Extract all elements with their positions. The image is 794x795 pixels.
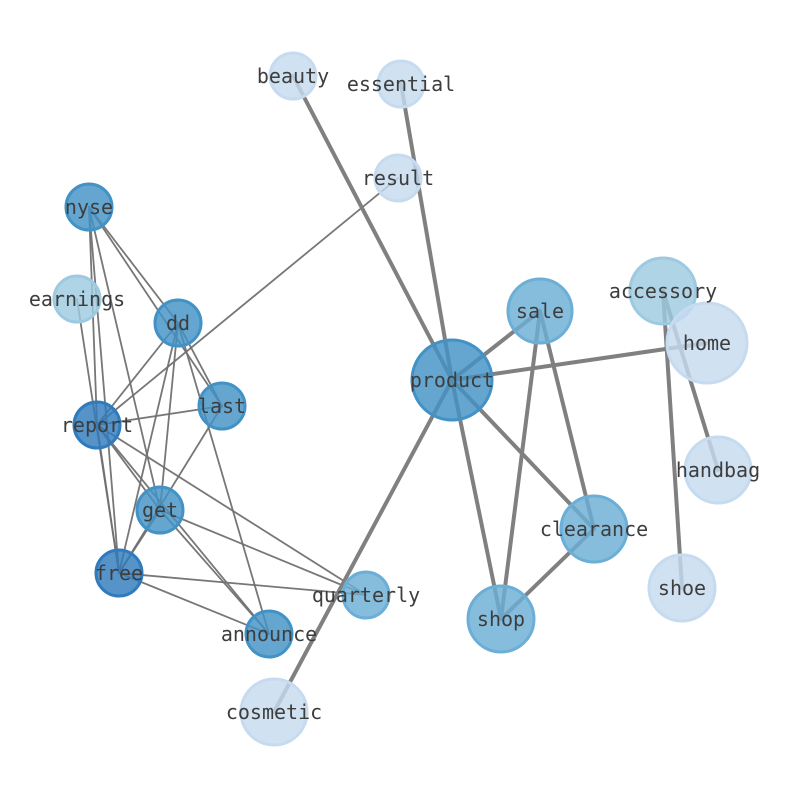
edge-dd-get <box>159 322 179 511</box>
node-label-nyse: nyse <box>65 195 113 219</box>
node-get[interactable] <box>135 485 185 535</box>
node-label-beauty: beauty <box>257 64 329 88</box>
edge-free-quarterly <box>118 572 367 596</box>
node-last[interactable] <box>197 381 247 431</box>
edge-get-quarterly <box>159 509 367 596</box>
edge-nyse-free <box>88 206 120 574</box>
node-home[interactable] <box>665 301 749 385</box>
node-label-report: report <box>61 413 133 437</box>
edge-beauty-product <box>291 74 454 382</box>
node-announce[interactable] <box>244 609 294 659</box>
node-quarterly[interactable] <box>341 570 391 620</box>
node-earnings[interactable] <box>52 274 102 324</box>
edge-result-report <box>96 177 399 426</box>
edge-cosmetic-product <box>272 378 454 714</box>
edge-dd-free <box>118 322 179 574</box>
node-label-shop: shop <box>477 607 525 631</box>
node-clearance[interactable] <box>559 494 629 564</box>
node-label-last: last <box>198 394 246 418</box>
node-label-shoe: shoe <box>658 576 706 600</box>
node-beauty[interactable] <box>268 51 318 101</box>
node-label-handbag: handbag <box>676 458 760 482</box>
node-label-clearance: clearance <box>540 517 648 541</box>
label-layer: beauty essential result nyse earnings dd last r… <box>29 64 760 724</box>
node-label-home: home <box>683 331 731 355</box>
edge-sale-clearance <box>538 309 596 531</box>
edge-dd-announce <box>177 322 270 635</box>
edge-get-announce <box>159 509 270 635</box>
node-label-sale: sale <box>516 299 564 323</box>
node-label-cosmetic: cosmetic <box>226 700 322 724</box>
node-layer <box>52 51 753 747</box>
node-nyse[interactable] <box>64 182 114 232</box>
node-report[interactable] <box>72 400 122 450</box>
node-dd[interactable] <box>153 298 203 348</box>
node-cosmetic[interactable] <box>239 677 309 747</box>
edge-nyse-get <box>88 206 161 511</box>
node-handbag[interactable] <box>683 435 753 505</box>
node-label-announce: announce <box>221 622 317 646</box>
node-result[interactable] <box>373 153 423 203</box>
node-label-earnings: earnings <box>29 287 125 311</box>
node-sale[interactable] <box>506 277 574 345</box>
edge-nyse-last <box>88 206 223 407</box>
node-free[interactable] <box>94 548 144 598</box>
edge-report-free <box>96 424 120 574</box>
node-label-essential: essential <box>347 72 455 96</box>
node-shoe[interactable] <box>647 553 717 623</box>
node-label-quarterly: quarterly <box>312 583 420 607</box>
edge-essential-product <box>399 82 454 382</box>
edge-free-announce <box>118 572 270 635</box>
node-label-dd: dd <box>166 311 190 335</box>
node-product[interactable] <box>410 338 494 422</box>
node-label-accessory: accessory <box>609 279 717 303</box>
edge-sale-shop <box>499 309 542 621</box>
edge-report-announce <box>96 424 270 635</box>
node-label-product: product <box>410 368 494 392</box>
edge-report-quarterly <box>96 424 367 596</box>
node-label-get: get <box>142 498 178 522</box>
node-accessory[interactable] <box>628 256 698 326</box>
node-essential[interactable] <box>376 59 426 109</box>
node-shop[interactable] <box>466 584 536 654</box>
node-label-result: result <box>362 166 434 190</box>
node-label-free: free <box>95 561 143 585</box>
edge-product-home <box>450 341 709 382</box>
